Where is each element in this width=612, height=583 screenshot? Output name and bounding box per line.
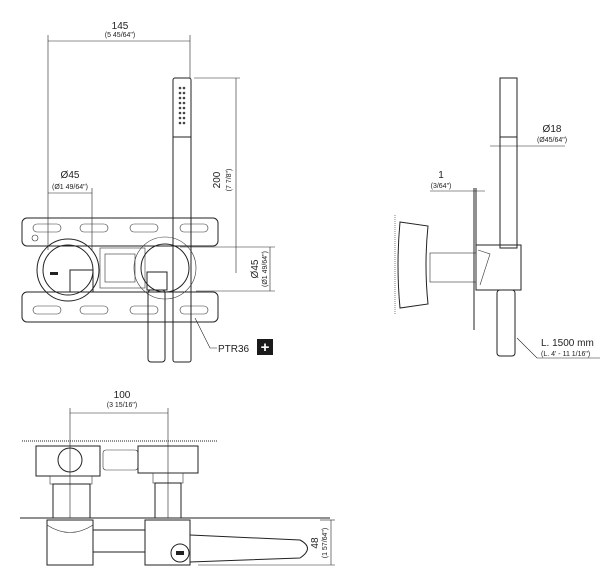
plus-badge-label: + xyxy=(261,339,270,356)
depth-value: 48 xyxy=(310,537,321,549)
holder-dia-imperial: (Ø1 49/64") xyxy=(262,251,269,287)
plus-badge-icon[interactable] xyxy=(257,339,273,355)
shower-length-imperial: (7 7/8") xyxy=(226,169,233,192)
holder-top xyxy=(144,519,191,566)
shower-length-value: 200 xyxy=(212,171,223,188)
hand-shower-side xyxy=(499,77,518,249)
top-view: 100 (3 15/16") 48 (1 57/64") xyxy=(20,390,335,566)
hose xyxy=(147,289,166,363)
hose-length-imperial: (L. 4' - 11 1/16") xyxy=(541,351,590,358)
spacing-imperial: (3 15/16") xyxy=(107,402,138,409)
holder-dia-value: Ø45 xyxy=(250,259,261,278)
front-view: 145 (5 45/64") Ø45 (Ø1 49/64") xyxy=(21,21,275,363)
width-dim-imperial: (5 45/64") xyxy=(105,32,136,39)
handle-dia-imperial: (Ø1 49/64") xyxy=(52,184,88,191)
handle-dia-value: Ø45 xyxy=(61,170,80,181)
mounting-plate-top xyxy=(21,217,219,247)
part-code-label: PTR36 xyxy=(218,344,250,355)
flange-side xyxy=(397,221,429,309)
hose-side xyxy=(496,289,516,357)
hand-shower xyxy=(172,77,192,363)
spacing-value: 100 xyxy=(114,390,131,401)
mounting-plate-bottom xyxy=(21,291,219,323)
mixer-handle-outer xyxy=(36,238,100,302)
shower-dia-imperial: (Ø45/64") xyxy=(537,137,567,144)
gap-value: 1 xyxy=(438,170,444,181)
shower-dia-value: Ø18 xyxy=(543,124,562,135)
side-view: Ø18 (Ø45/64") 1 (3/64") L. 1500 mm (L. 4… xyxy=(394,77,600,359)
mixer-handle-top xyxy=(46,519,94,566)
hose-length-value: L. 1500 mm xyxy=(541,338,594,349)
depth-imperial: (1 57/64") xyxy=(322,528,329,559)
shower-nozzles-icon xyxy=(178,86,186,125)
shower-holder xyxy=(140,243,190,293)
hand-shower-top xyxy=(189,534,308,563)
width-dim-value: 145 xyxy=(112,21,129,32)
gap-imperial: (3/64") xyxy=(431,183,452,190)
